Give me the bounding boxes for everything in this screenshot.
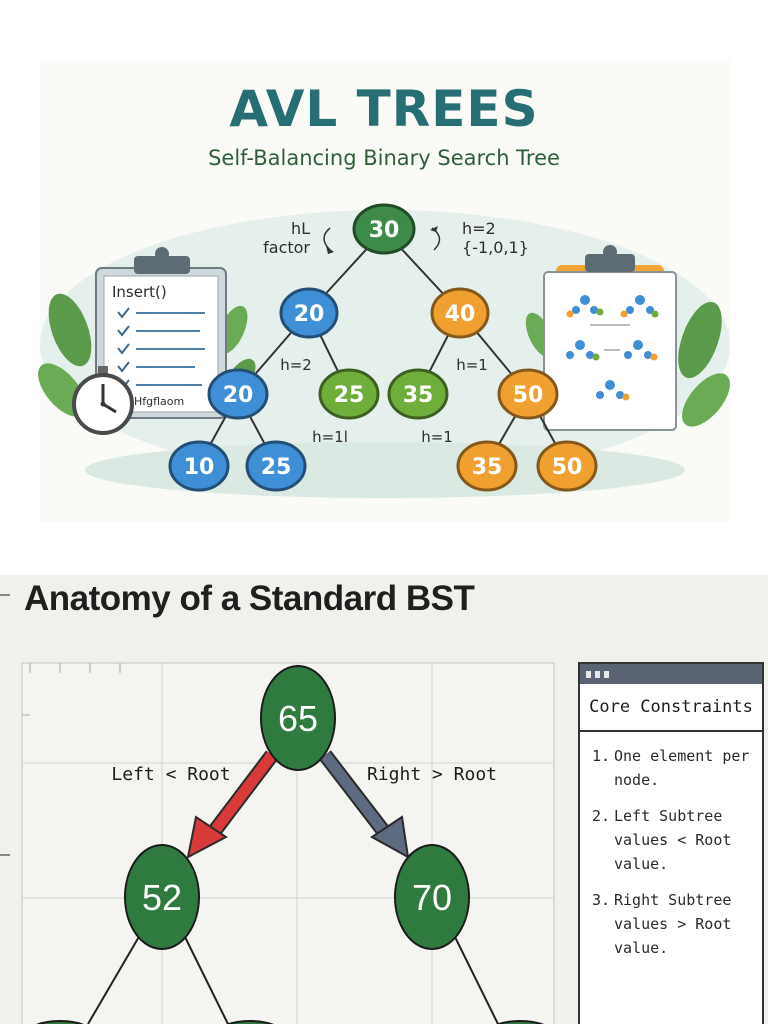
right-rule-label: Right > Root <box>367 764 497 785</box>
avl-node: 10 <box>168 440 230 492</box>
panel-window-bar <box>580 664 762 684</box>
avl-node-value: 50 <box>513 383 544 408</box>
clipboard-label: Insert() <box>112 283 167 301</box>
avl-node: 50 <box>536 440 598 492</box>
insert-clipboard-icon: Insert() <box>95 247 227 419</box>
avl-node-value: 10 <box>184 455 215 480</box>
avl-node-circle <box>430 287 490 339</box>
avl-node-value: 30 <box>369 218 400 243</box>
avl-node-value: 35 <box>403 383 434 408</box>
clock-icon <box>72 366 134 435</box>
bst-node-value: 52 <box>142 877 182 918</box>
avl-node-circle <box>536 440 598 492</box>
avl-node: 20 <box>207 368 269 420</box>
bst-diagram: Left < Root Right > Root 65 52 70 <box>0 594 555 1024</box>
item-number: 1. <box>592 747 611 765</box>
avl-node: 25 <box>318 368 380 420</box>
list-item: 1.One element per node. <box>592 744 754 792</box>
avl-node-value: 25 <box>261 455 292 480</box>
balance-note-right-line1: h=2 <box>462 219 496 238</box>
avl-node: 50 <box>497 368 559 420</box>
item-number: 2. <box>592 807 611 825</box>
clock-label: Hfgflaom <box>134 395 184 408</box>
bst-node-circle <box>394 844 470 950</box>
left-rule-label: Left < Root <box>111 764 230 785</box>
height-label: h=1 <box>421 428 453 446</box>
right-arrow-icon <box>319 750 410 859</box>
avl-node-circle <box>168 440 230 492</box>
avl-illustration: Insert() Hfgflaom <box>38 203 730 498</box>
list-item: 2.Left Subtree values < Root value. <box>592 804 754 876</box>
bst-node: 52 <box>124 844 200 950</box>
page-subtitle: Self-Balancing Binary Search Tree <box>208 146 560 170</box>
avl-node-value: 20 <box>223 383 254 408</box>
avl-node: 35 <box>456 440 518 492</box>
list-item: 3.Right Subtree values > Root value. <box>592 888 754 960</box>
page-title: AVL TREES <box>229 80 539 138</box>
avl-node-value: 40 <box>445 302 476 327</box>
avl-node-circle <box>245 440 307 492</box>
bst-leaf-nodes-cropped <box>36 1020 544 1024</box>
avl-node-value: 20 <box>294 302 325 327</box>
balance-note-left-line1: hL <box>291 219 310 238</box>
avl-node-value: 50 <box>552 455 583 480</box>
bst-anatomy-section: Left < Root Right > Root 65 52 70 Anatomy … <box>0 575 768 1024</box>
right-leaves-decoration <box>525 301 730 427</box>
avl-node-circle <box>387 368 449 420</box>
section-title: Anatomy of a Standard BST <box>24 579 475 618</box>
item-text: Left Subtree values < Root value. <box>614 807 732 873</box>
avl-node-value: 35 <box>472 455 503 480</box>
bst-node-circle <box>124 844 200 950</box>
constraints-list: 1.One element per node. 2.Left Subtree v… <box>580 732 762 960</box>
height-label: h=1 <box>456 356 488 374</box>
bst-lower-edges <box>87 934 499 1024</box>
avl-infographic: Insert() Hfgflaom <box>38 80 730 498</box>
avl-node-circle <box>352 203 416 255</box>
bst-node-value: 70 <box>412 877 452 918</box>
avl-node-circle <box>456 440 518 492</box>
left-arrow-icon <box>186 750 278 859</box>
core-constraints-panel: Core Constraints 1.One element per node.… <box>578 662 764 1024</box>
item-text: One element per node. <box>614 747 750 789</box>
item-text: Right Subtree values > Root value. <box>614 891 732 957</box>
bst-node-value: 65 <box>278 698 318 739</box>
avl-node: 30 <box>352 203 416 255</box>
avl-node: 20 <box>279 287 339 339</box>
avl-node-circle <box>207 368 269 420</box>
bst-node-circle <box>260 665 336 771</box>
avl-tree-nodes: 30 20 40 20 25 35 50 10 25 35 50 <box>168 203 598 492</box>
avl-node-circle <box>318 368 380 420</box>
avl-node-value: 25 <box>334 383 365 408</box>
avl-node-circle <box>279 287 339 339</box>
avl-node-circle <box>497 368 559 420</box>
item-number: 3. <box>592 891 611 909</box>
balance-note-right-line2: {-1,0,1} <box>462 238 529 257</box>
avl-node: 25 <box>245 440 307 492</box>
avl-ground-shadow <box>85 442 685 498</box>
avl-node: 40 <box>430 287 490 339</box>
bst-node: 70 <box>394 844 470 950</box>
height-label: h=1l <box>312 428 348 446</box>
bst-node: 65 <box>260 665 336 771</box>
avl-node: 35 <box>387 368 449 420</box>
bst-tree-nodes: 65 52 70 <box>124 665 470 950</box>
height-label: h=2 <box>280 356 312 374</box>
panel-title: Core Constraints <box>580 684 762 732</box>
balance-note-left-line2: factor <box>263 238 310 257</box>
diagram-clipboard-icon <box>543 245 677 431</box>
